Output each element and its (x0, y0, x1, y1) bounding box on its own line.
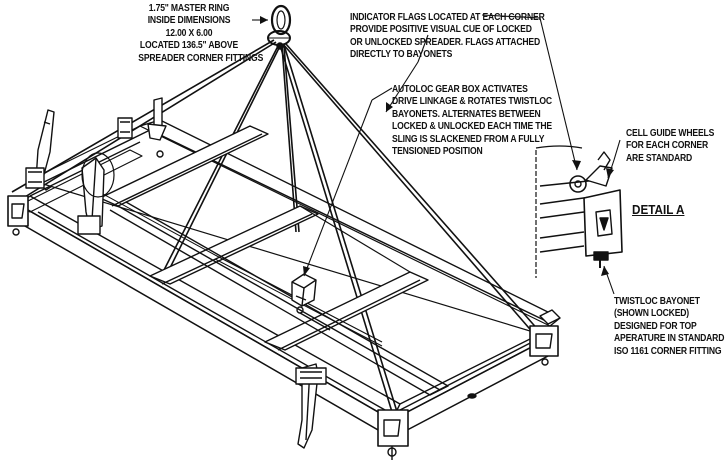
corner-fitting-left (7, 195, 29, 236)
callout-line: OR UNLOCKED SPREADER. FLAGS ATTACHED (350, 36, 541, 48)
callout-line: SPREADER CORNER FITTINGS (138, 52, 264, 64)
twistloc-bayonet-callout: TWISTLOC BAYONET (SHOWN LOCKED) DESIGNED… (614, 296, 724, 358)
leader-lines (252, 14, 621, 295)
callout-line: APERATURE IN STANDARD (614, 333, 725, 345)
callout-line: AUTOLOC GEAR BOX ACTIVATES (392, 84, 528, 95)
callout-line: CELL GUIDE WHEELS (626, 128, 715, 139)
callout-line: (SHOWN LOCKED) (614, 308, 689, 320)
callout-line: ISO 1161 CORNER FITTING (614, 345, 722, 357)
autoloc-gear-box (291, 273, 331, 331)
master-ring-callout: 1.75" MASTER RING INSIDE DIMENSIONS 12.0… (138, 3, 264, 65)
callout-line: SLING IS SLACKENED FROM A FULLY (392, 133, 545, 145)
callout-line: DIRECTLY TO BAYONETS (350, 49, 453, 61)
autoloc-gear-box-callout: AUTOLOC GEAR BOX ACTIVATES DRIVE LINKAGE… (392, 84, 552, 158)
callout-line: DRIVE LINKAGE & ROTATES TWISTLOC (392, 96, 552, 108)
callout-line: ARE STANDARD (626, 152, 693, 164)
callout-line: LOCKED & UNLOCKED EACH TIME THE (392, 121, 552, 133)
callout-line: FOR EACH CORNER (626, 140, 708, 152)
callout-line: PROVIDE POSITIVE VISUAL CUE OF LOCKED (350, 24, 532, 36)
detail-a-inset (535, 145, 623, 278)
callout-line: BAYONETS. ALTERNATES BETWEEN (392, 108, 541, 120)
callout-line: INSIDE DIMENSIONS (147, 15, 231, 27)
callout-line: 12.00 X 6.00 (165, 27, 213, 39)
callout-line: LOCATED 136.5" ABOVE (139, 40, 239, 52)
detail-a-title: DETAIL A (632, 202, 685, 217)
callout-line: TWISTLOC BAYONET (614, 296, 700, 307)
callout-line: 1.75" MASTER RING (148, 3, 230, 14)
cell-guide-arm-back-left (117, 97, 167, 158)
callout-line: TENSIONED POSITION (392, 146, 483, 158)
cell-guide-arm-left (25, 109, 55, 191)
corner-fitting-front (377, 409, 409, 460)
corner-fitting-right (529, 309, 561, 366)
cell-guide-arm-front-left (77, 152, 115, 235)
indicator-flags-callout: INDICATOR FLAGS LOCATED AT EACH CORNER P… (350, 12, 545, 62)
callout-line: INDICATOR FLAGS LOCATED AT EACH CORNER (350, 12, 545, 23)
arrowheads (260, 16, 614, 276)
cell-guide-wheels-callout: CELL GUIDE WHEELS FOR EACH CORNER ARE ST… (626, 128, 714, 165)
cell-guide-arm-front-right (295, 363, 327, 449)
master-ring (267, 4, 292, 50)
callout-line: DESIGNED FOR TOP (614, 320, 697, 332)
